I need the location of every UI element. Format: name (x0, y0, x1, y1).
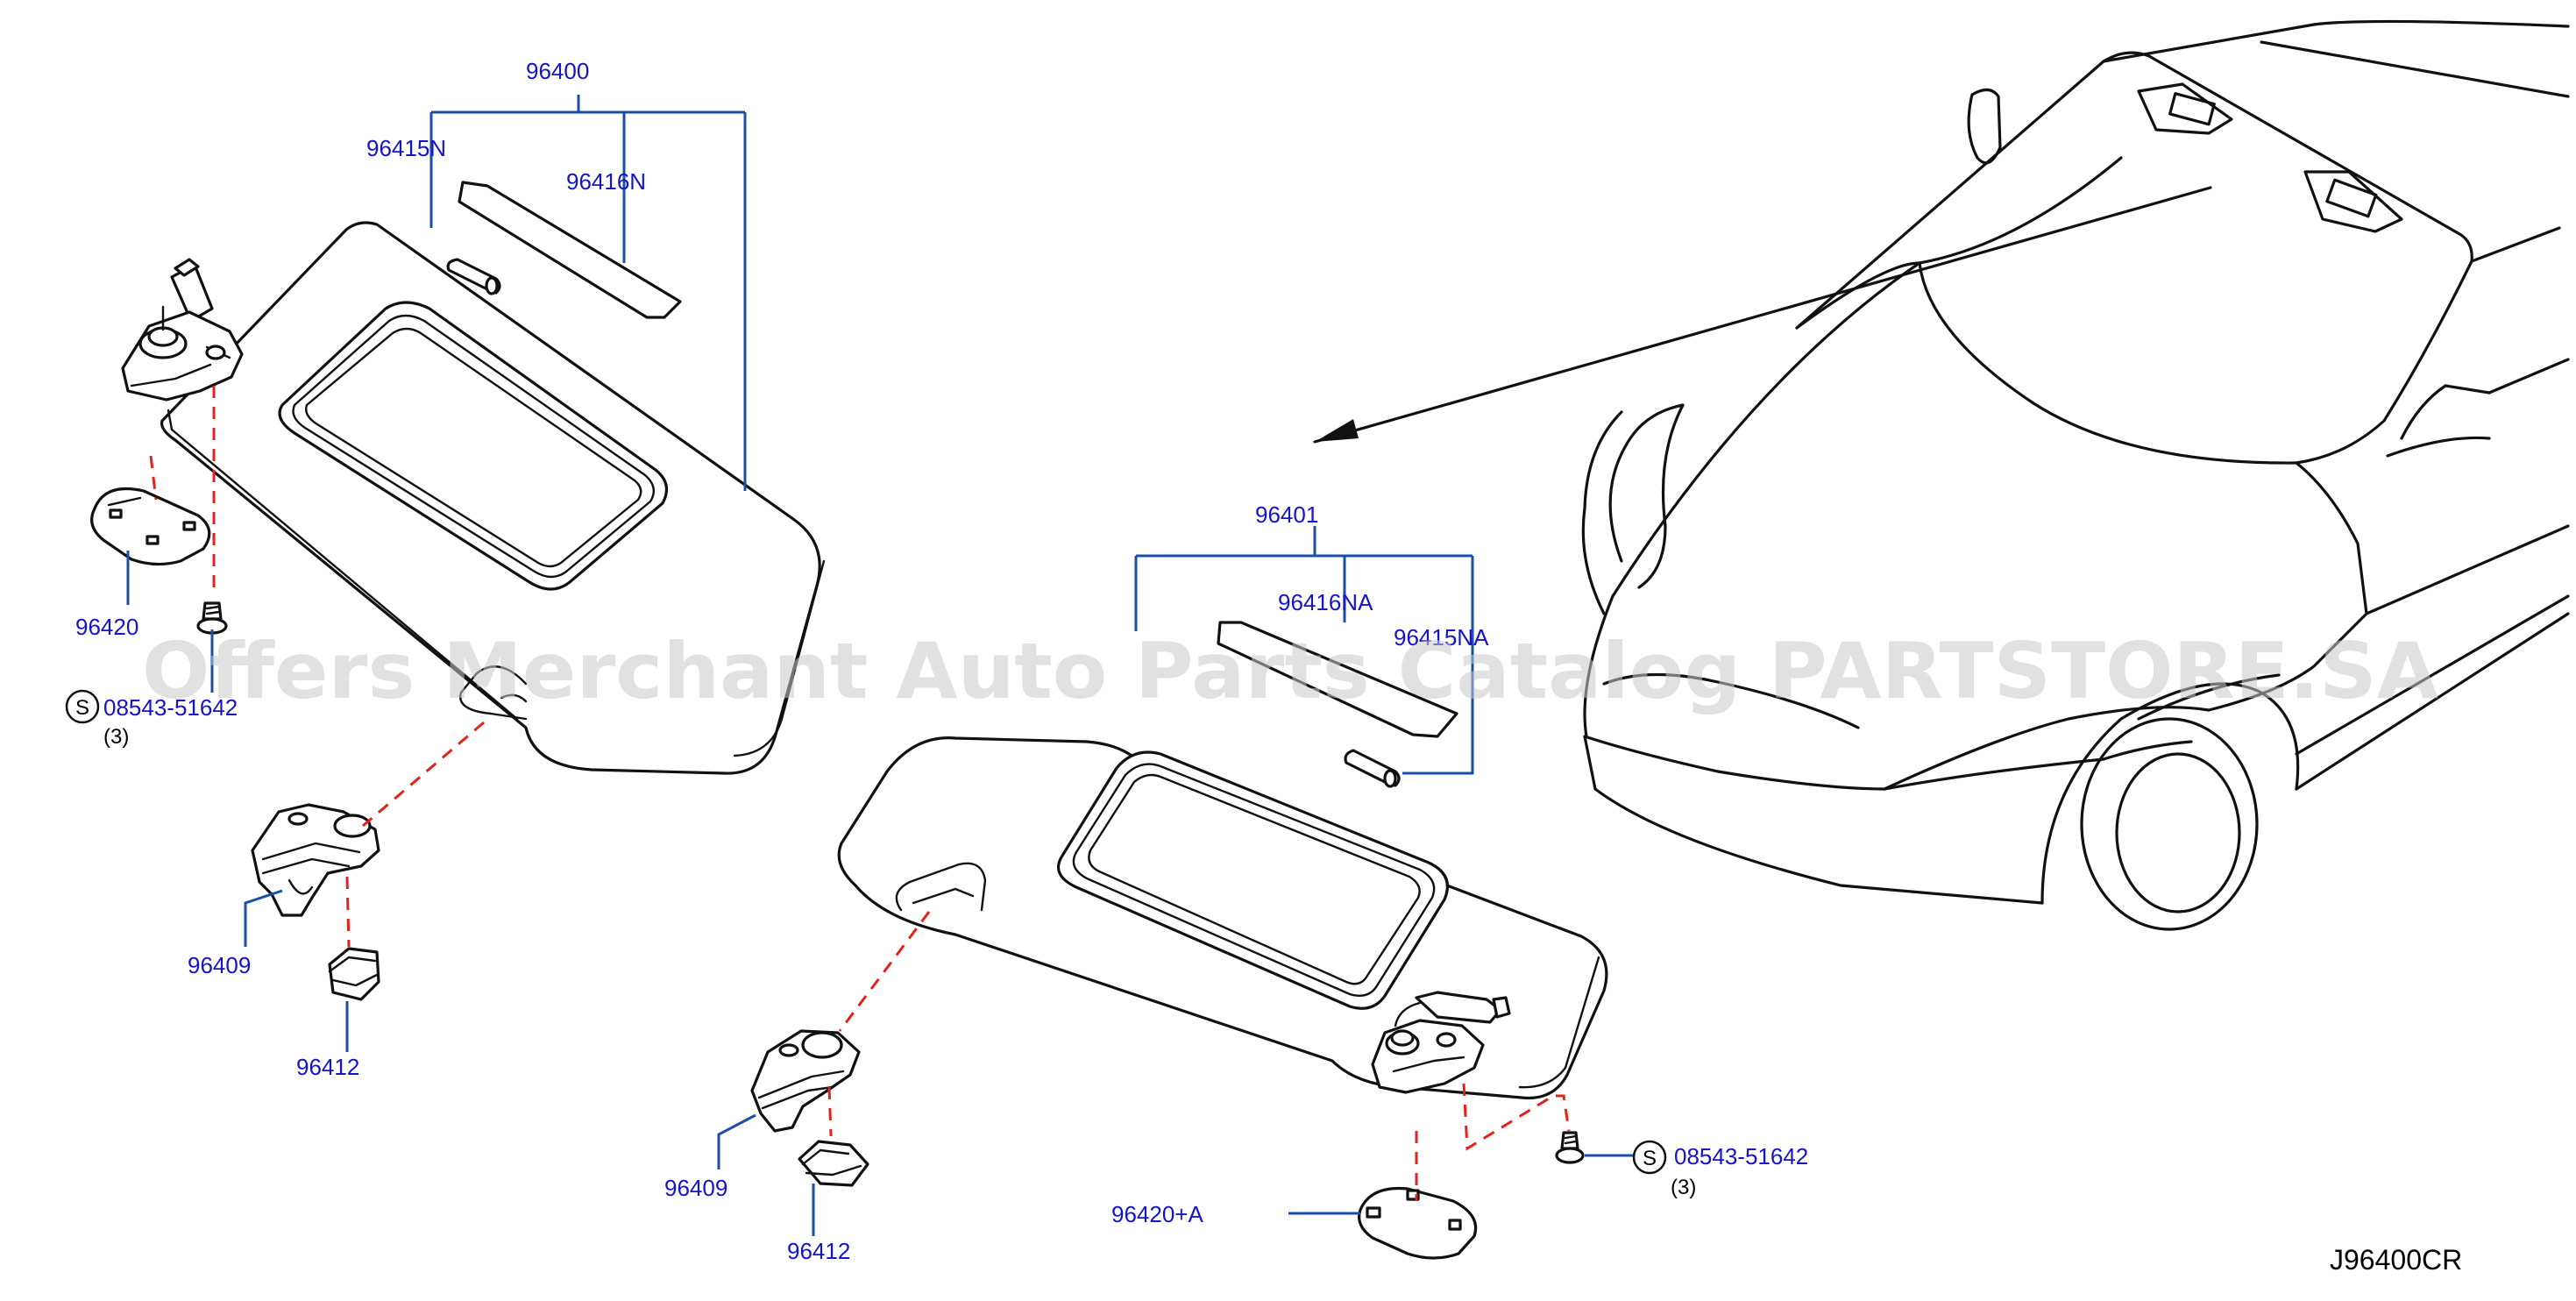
holder-96409-left (251, 803, 380, 917)
label-96420a: 96420+A (1111, 1201, 1203, 1227)
drawing-code: J96400CR (2330, 1244, 2462, 1276)
label-96412-right: 96412 (787, 1238, 850, 1264)
label-96409-left: 96409 (188, 952, 251, 978)
label-screw-right: 08543-51642 (1674, 1143, 1808, 1169)
screw-symbol-letter-left: S (75, 696, 89, 720)
label-96415na: 96415NA (1394, 624, 1489, 650)
cover-96420 (90, 487, 211, 566)
label-96409-right: 96409 (664, 1175, 727, 1201)
symbol-text: S S (3) (3) (75, 696, 1696, 1199)
rod-96415n (446, 258, 501, 295)
right-connection-lines (827, 911, 1571, 1201)
qty-screw-right: (3) (1671, 1176, 1696, 1199)
right-sun-visor (837, 736, 1608, 1100)
clip-96412-left (328, 947, 380, 1001)
right-hinge-assembly (1371, 991, 1511, 1094)
label-screw-left: 08543-51642 (103, 694, 238, 721)
clip-96412-right (798, 1140, 869, 1187)
holder-96409-right (750, 1029, 861, 1133)
label-96416na: 96416NA (1278, 589, 1373, 615)
left-hinge-assembly (121, 258, 244, 402)
left-connection-lines (149, 386, 485, 948)
rod-96415na (1344, 749, 1401, 788)
label-96400: 96400 (526, 58, 589, 84)
screw-symbol-left (65, 689, 100, 724)
screw-symbol-right (1632, 1140, 1667, 1175)
label-96415n: 96415N (366, 135, 446, 161)
screw-right (1555, 1131, 1585, 1164)
left-bracket-96400 (429, 95, 747, 491)
qty-screw-left: (3) (103, 725, 129, 749)
label-96412-left: 96412 (296, 1054, 359, 1080)
screw-symbol-letter-right: S (1643, 1147, 1657, 1170)
label-96420: 96420 (75, 614, 138, 640)
label-96416n: 96416N (566, 168, 646, 195)
cover-96420a (1358, 1186, 1478, 1260)
strip-96416na (1217, 621, 1458, 738)
strip-96416n (458, 181, 682, 319)
left-sun-visor (160, 221, 826, 775)
watermark-text: Offers Merchant Auto Parts Catalog PARTS… (142, 626, 2438, 716)
label-96401: 96401 (1255, 501, 1318, 528)
car-front-sketch (1313, 19, 2570, 931)
part-labels: 96400 96415N 96416N 96420 08543-51642 96… (75, 58, 1808, 1264)
right-bracket-96401 (1134, 526, 1474, 775)
screw-left (196, 601, 228, 635)
